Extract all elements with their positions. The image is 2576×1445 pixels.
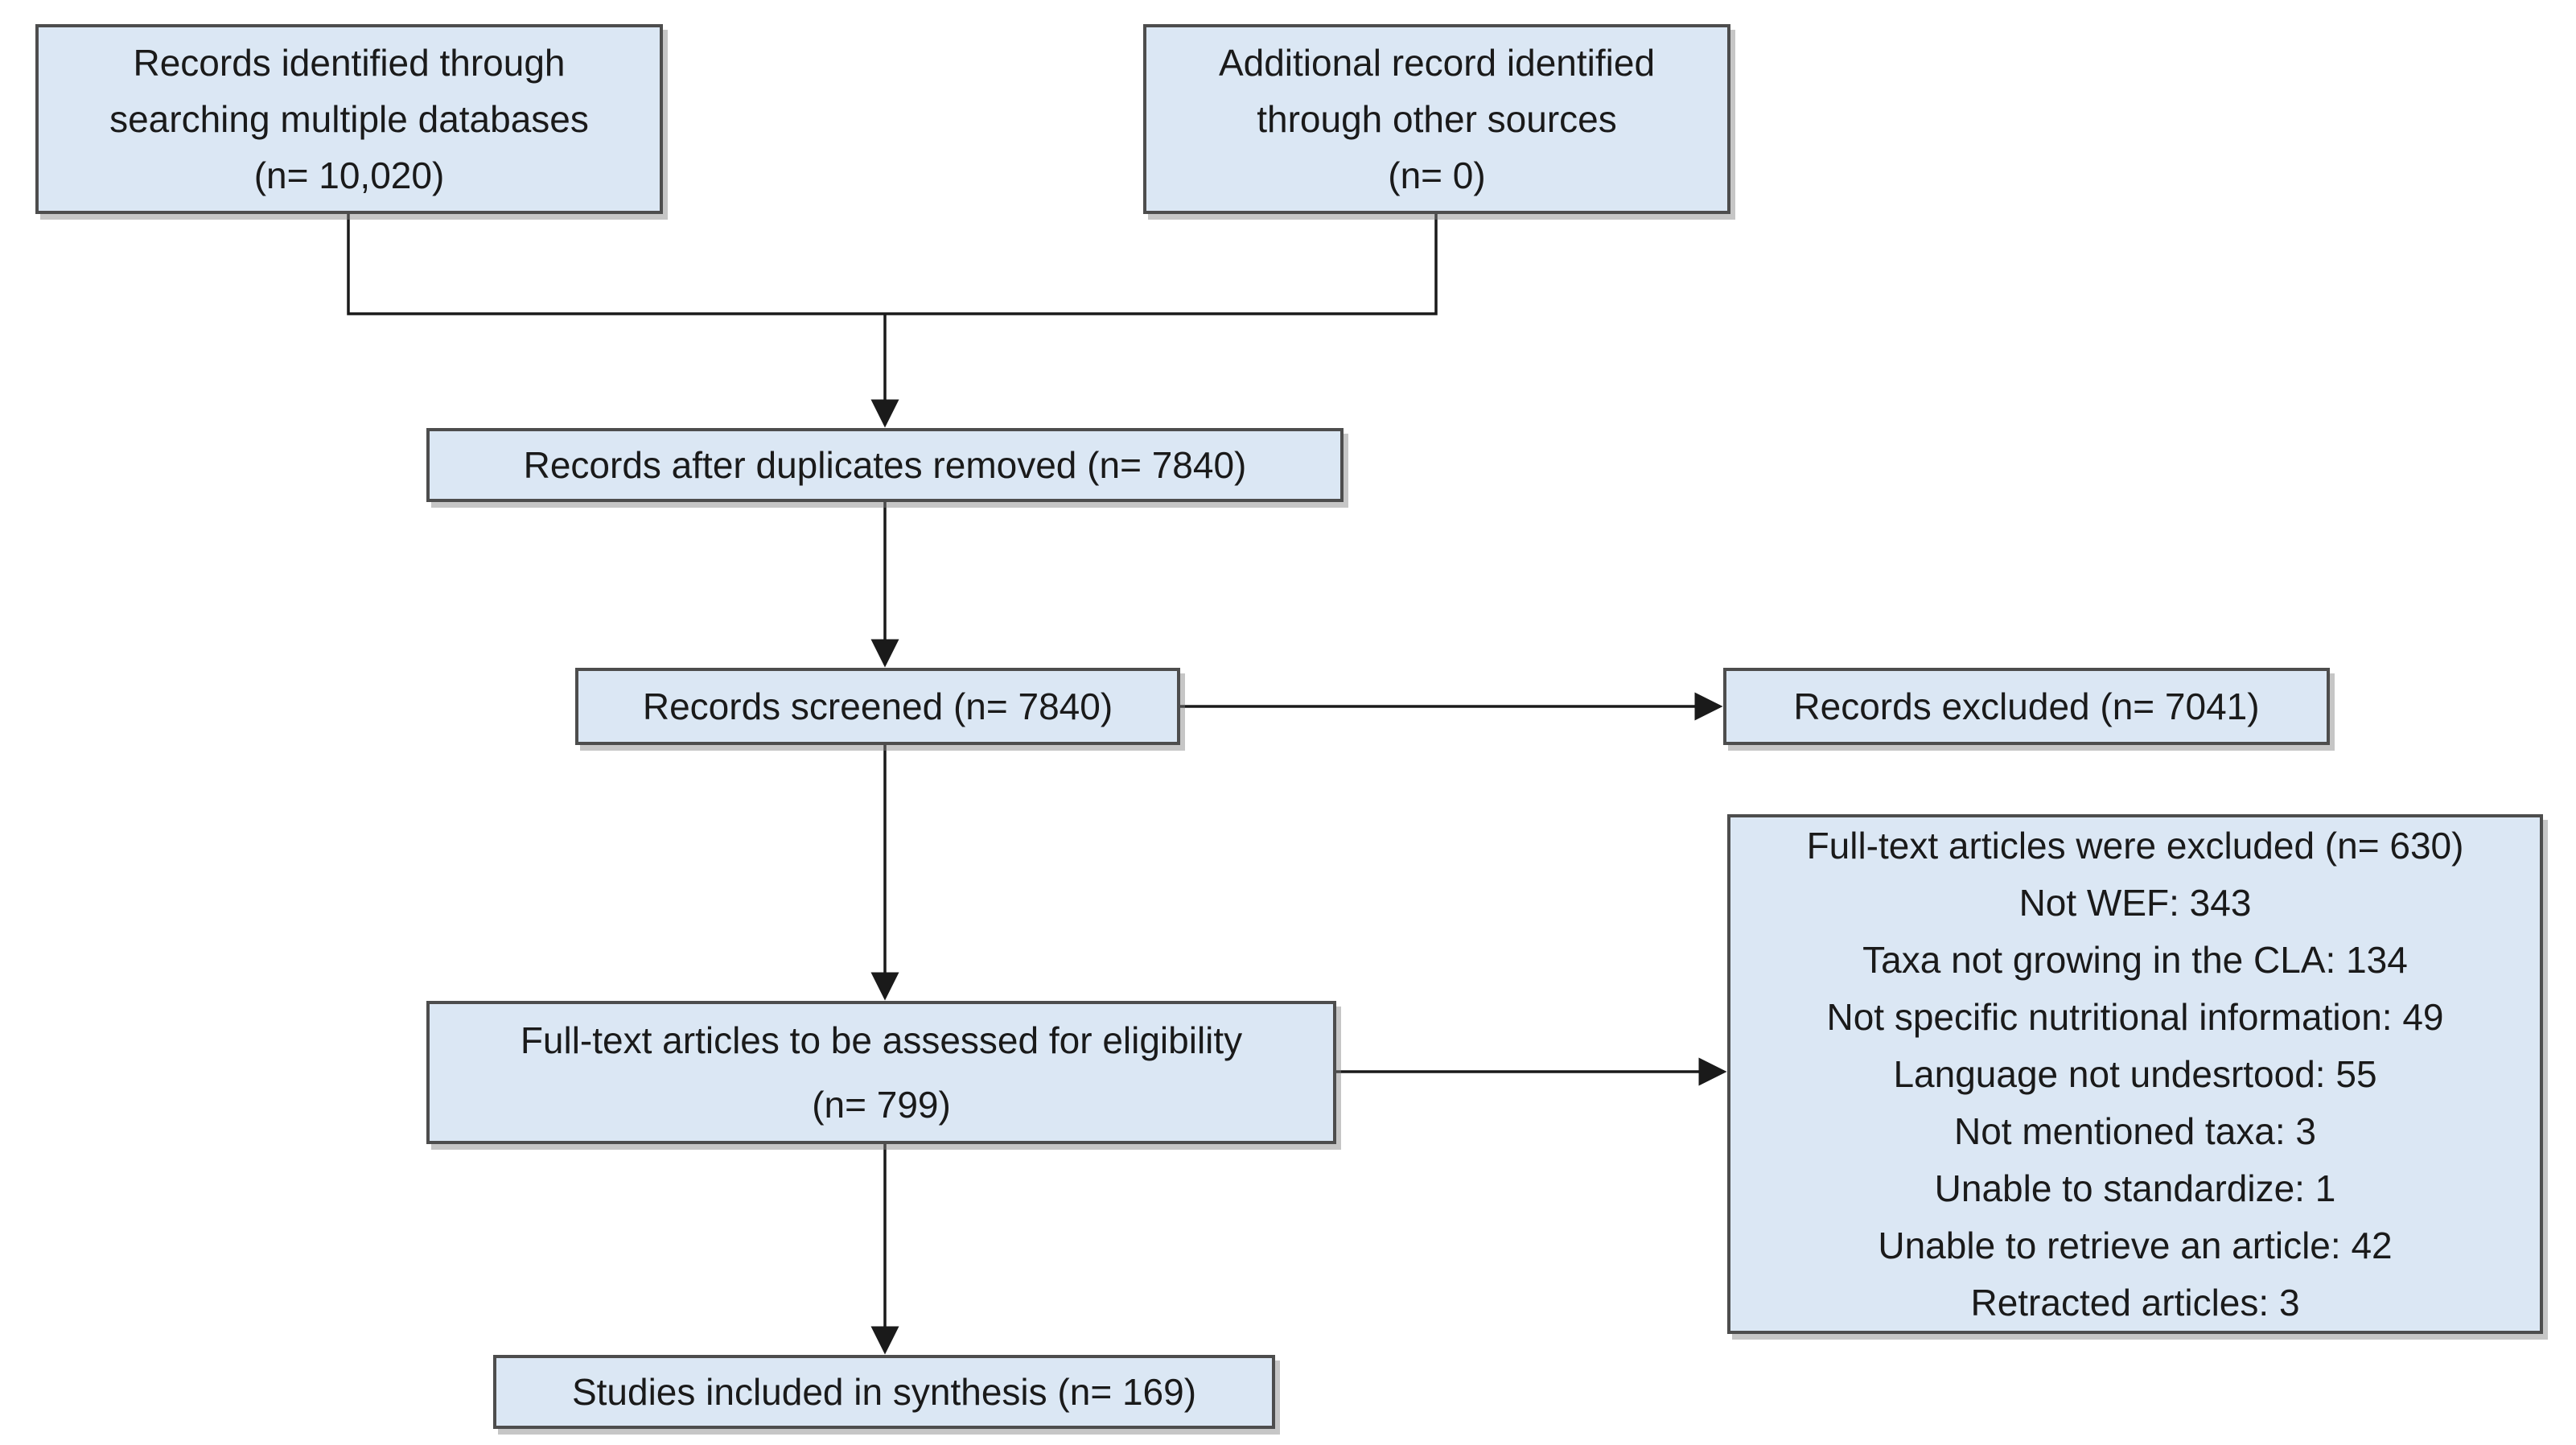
box-text-line: Records identified through	[133, 42, 566, 84]
box-text-line: (n= 0)	[1388, 154, 1486, 196]
exclusion-reason: Not WEF: 343	[2018, 881, 2252, 924]
box-text-line: through other sources	[1257, 98, 1617, 140]
box-fulltext-excluded-reasons: Full-text articles were excluded (n= 630…	[1727, 814, 2543, 1334]
exclusion-reason: Not specific nutritional information: 49	[1826, 995, 2444, 1038]
box-additional-records-other-sources: Additional record identified through oth…	[1143, 24, 1730, 214]
box-fulltext-assessed: Full-text articles to be assessed for el…	[426, 1001, 1336, 1144]
box-text-line: (n= 799)	[812, 1084, 951, 1126]
exclusion-reason: Retracted articles: 3	[1970, 1281, 2300, 1324]
fulltext-excluded-header: Full-text articles were excluded (n= 630…	[1806, 824, 2464, 867]
box-text-line: searching multiple databases	[109, 98, 589, 140]
exclusion-reason: Taxa not growing in the CLA: 134	[1862, 938, 2408, 981]
merge-connector	[347, 214, 1438, 315]
box-text-line: Records after duplicates removed (n= 784…	[523, 444, 1247, 486]
box-text-line: Full-text articles to be assessed for el…	[520, 1019, 1243, 1061]
exclusion-reason: Unable to retrieve an article: 42	[1878, 1224, 2393, 1266]
exclusion-reason: Not mentioned taxa: 3	[1953, 1109, 2317, 1152]
box-records-identified-databases: Records identified through searching mul…	[35, 24, 663, 214]
box-records-excluded: Records excluded (n= 7041)	[1723, 668, 2330, 745]
box-text-line: (n= 10,020)	[253, 154, 445, 196]
box-text-line: Studies included in synthesis (n= 169)	[571, 1371, 1197, 1413]
box-records-after-duplicates-removed: Records after duplicates removed (n= 784…	[426, 428, 1344, 502]
box-records-screened: Records screened (n= 7840)	[575, 668, 1180, 745]
exclusion-reason: Unable to standardize: 1	[1934, 1167, 2336, 1209]
box-studies-included-synthesis: Studies included in synthesis (n= 169)	[493, 1355, 1275, 1429]
exclusion-reason: Language not undesrtood: 55	[1893, 1052, 2377, 1095]
box-text-line: Records screened (n= 7840)	[642, 685, 1113, 727]
box-text-line: Additional record identified	[1218, 42, 1656, 84]
box-text-line: Records excluded (n= 7041)	[1793, 685, 2260, 727]
